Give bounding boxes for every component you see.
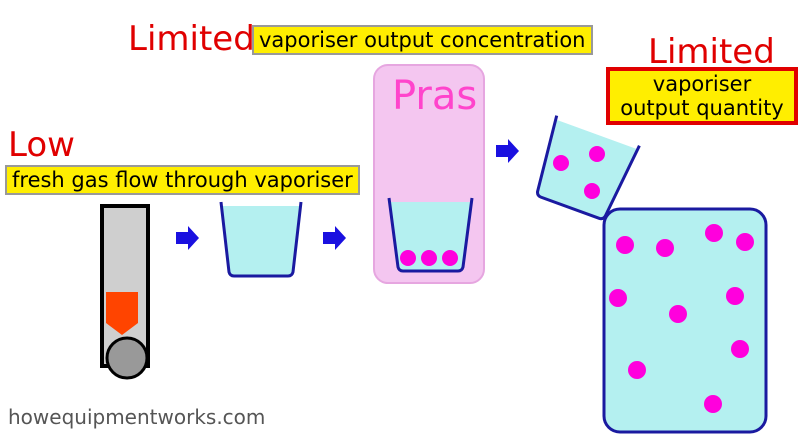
molecule — [705, 224, 723, 242]
limited-quantity-label: Limited — [648, 32, 775, 72]
molecule — [628, 361, 646, 379]
molecule — [400, 250, 416, 266]
molecule — [553, 155, 569, 171]
molecule — [589, 146, 605, 162]
right-arrow-icon — [496, 139, 519, 163]
quantity-box: vaporiser output quantity — [606, 67, 798, 126]
limited-concentration-label: Limited — [128, 19, 255, 59]
molecule — [669, 305, 687, 323]
cup-icon — [219, 201, 303, 278]
molecule — [421, 250, 437, 266]
molecule — [656, 239, 674, 257]
right-arrow-icon — [323, 226, 346, 250]
right-arrow-icon — [176, 226, 199, 250]
cup-icon — [387, 197, 474, 273]
pras-label: Pras — [392, 73, 478, 119]
molecule — [616, 236, 634, 254]
molecule — [584, 183, 600, 199]
flow-box: fresh gas flow through vaporiser — [5, 165, 360, 196]
molecule — [609, 289, 627, 307]
concentration-box: vaporiser output concentration — [252, 25, 593, 56]
cup-icon — [536, 115, 641, 221]
molecule — [442, 250, 458, 266]
molecule — [731, 340, 749, 358]
low-flow-label: Low — [8, 125, 75, 165]
flowmeter-icon — [100, 204, 150, 380]
molecule — [736, 233, 754, 251]
site-footer: howequipmentworks.com — [8, 405, 266, 429]
tank-icon — [602, 207, 768, 434]
molecule — [704, 395, 722, 413]
molecule — [726, 287, 744, 305]
